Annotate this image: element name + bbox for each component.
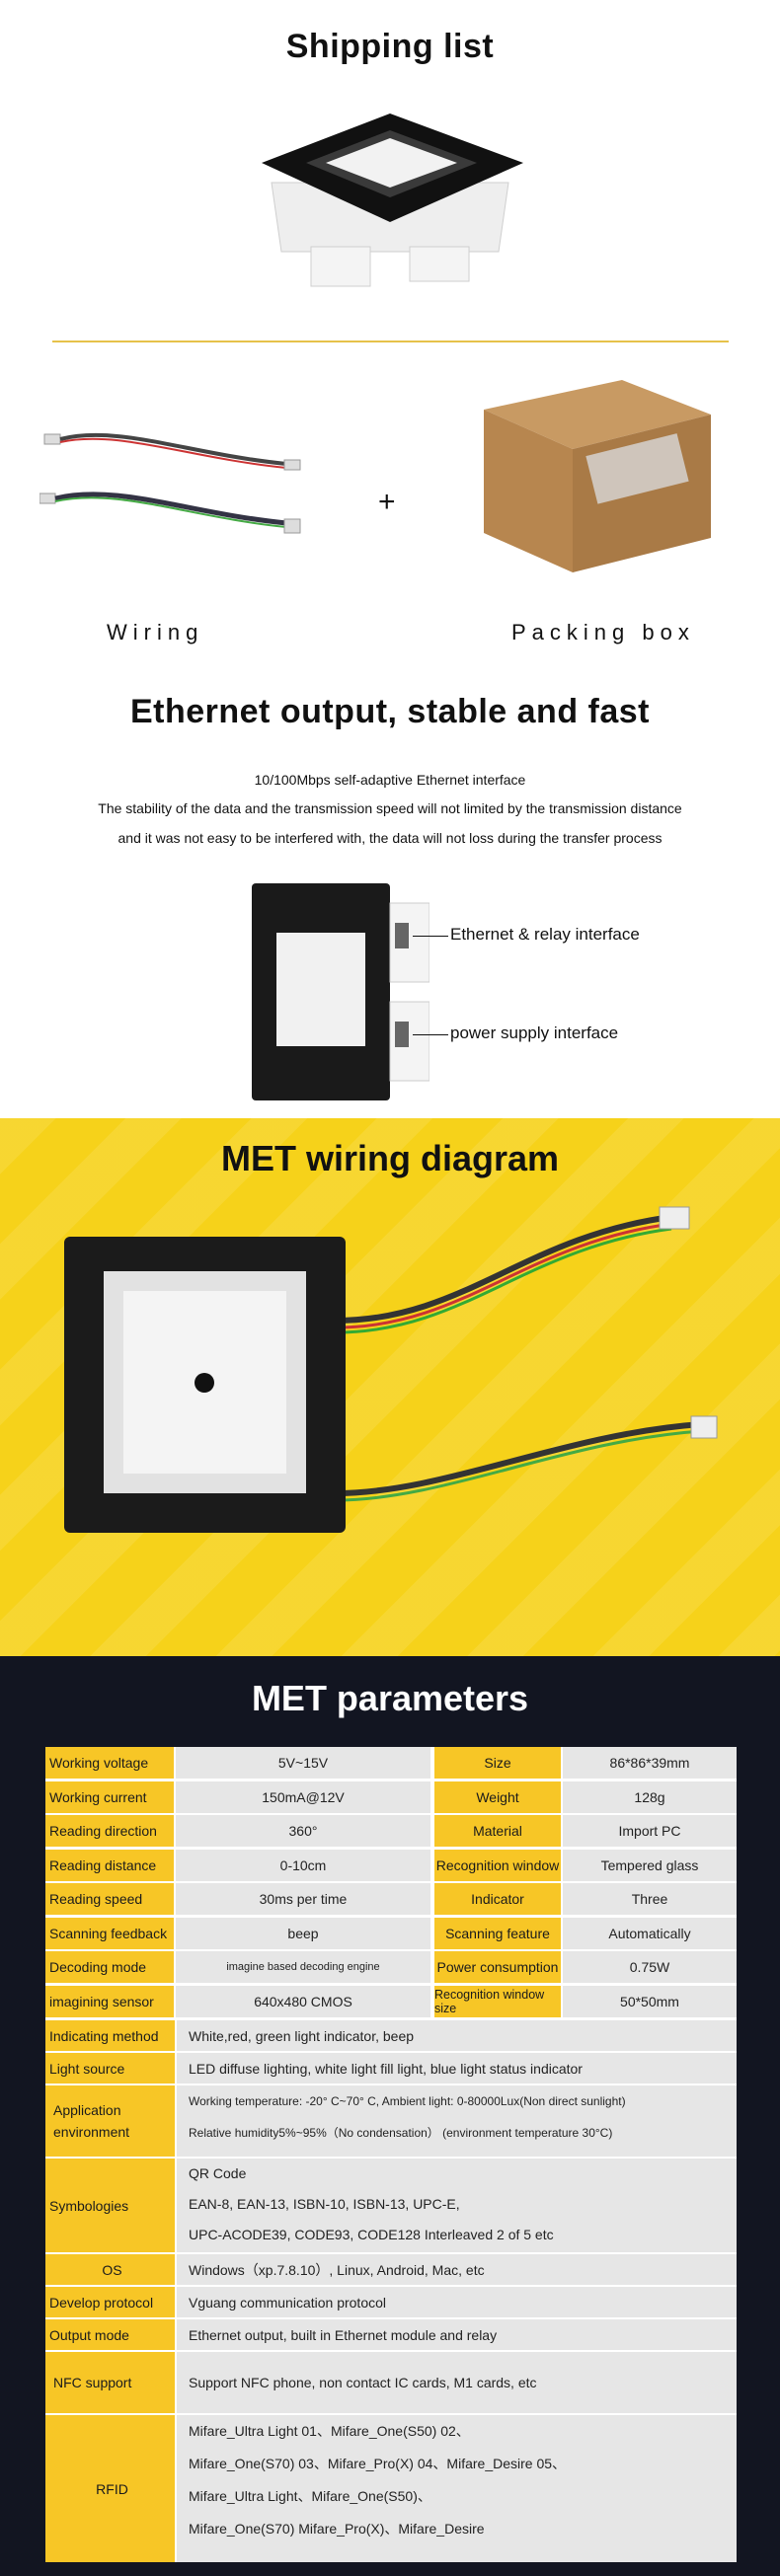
divider bbox=[52, 341, 729, 342]
output-mode-value: Ethernet output, built in Ethernet modul… bbox=[177, 2319, 737, 2350]
application-line-1: Working temperature: -20° C~70° C, Ambie… bbox=[189, 2094, 626, 2108]
callout-line-2 bbox=[413, 1034, 448, 1035]
plus-sign: + bbox=[378, 486, 396, 518]
rfid-line-2: Mifare_One(S70) 03、Mifare_Pro(X) 04、Mifa… bbox=[189, 2456, 567, 2471]
param-value-right-3: Tempered glass bbox=[563, 1849, 737, 1881]
nfc-label: NFC support bbox=[45, 2352, 175, 2413]
param-label-right-3: Recognition window bbox=[434, 1849, 561, 1881]
ethernet-line-1: 10/100Mbps self-adaptive Ethernet interf… bbox=[254, 772, 526, 788]
symbologies-line-3: UPC-ACODE39, CODE93, CODE128 Interleaved… bbox=[189, 2227, 554, 2242]
param-value-left-0: 5V~15V bbox=[176, 1747, 430, 1779]
param-label-left-6: Decoding mode bbox=[45, 1951, 174, 1983]
param-value-left-1: 150mA@12V bbox=[176, 1780, 430, 1813]
param-label-left-4: Reading speed bbox=[45, 1883, 174, 1915]
param-label-left-2: Reading direction bbox=[45, 1815, 174, 1847]
indicating-method-value: White,red, green light indicator, beep bbox=[177, 2020, 737, 2051]
light-source-value: LED diffuse lighting, white light fill l… bbox=[177, 2053, 737, 2084]
callout-line-1 bbox=[413, 936, 448, 937]
packing-box-caption: Packing box bbox=[511, 620, 695, 644]
param-label-right-5: Scanning feature bbox=[434, 1917, 561, 1949]
param-label-right-0: Size bbox=[434, 1747, 561, 1779]
param-value-right-1: 128g bbox=[563, 1780, 737, 1813]
param-label-right-2: Material bbox=[434, 1815, 561, 1847]
param-value-right-0: 86*86*39mm bbox=[563, 1747, 737, 1779]
nfc-value: Support NFC phone, non contact IC cards,… bbox=[177, 2352, 737, 2413]
param-label-right-6: Power consumption bbox=[434, 1951, 561, 1983]
symbologies-line-1: QR Code bbox=[189, 2165, 247, 2181]
rfid-line-3: Mifare_Ultra Light、Mifare_One(S50)、 bbox=[189, 2488, 431, 2504]
wiring-diagram-image bbox=[64, 1206, 718, 1533]
develop-protocol-value: Vguang communication protocol bbox=[177, 2287, 737, 2317]
application-label: Application environment bbox=[45, 2085, 175, 2157]
rfid-label: RFID bbox=[45, 2415, 175, 2562]
param-label-right-4: Indicator bbox=[434, 1883, 561, 1915]
ethernet-line-3: and it was not easy to be interfered wit… bbox=[117, 830, 663, 846]
param-label-left-7: imagining sensor bbox=[45, 1985, 174, 2017]
ethernet-line-2: The stability of the data and the transm… bbox=[98, 800, 682, 816]
ethernet-relay-callout: Ethernet & relay interface bbox=[450, 925, 640, 944]
rfid-line-4: Mifare_One(S70) Mifare_Pro(X)、Mifare_Des… bbox=[189, 2521, 485, 2537]
wiring-caption: Wiring bbox=[107, 620, 204, 644]
rfid-line-1: Mifare_Ultra Light 01、Mifare_One(S50) 02… bbox=[189, 2423, 470, 2439]
param-value-left-2: 360° bbox=[176, 1815, 430, 1847]
os-label: OS bbox=[45, 2254, 175, 2285]
ethernet-title: Ethernet output, stable and fast bbox=[129, 693, 651, 730]
indicating-method-label: Indicating method bbox=[45, 2020, 175, 2051]
param-value-left-3: 0-10cm bbox=[176, 1849, 430, 1881]
os-value: Windows（xp.7.8.10）, Linux, Android, Mac,… bbox=[177, 2254, 737, 2285]
develop-protocol-label: Develop protocol bbox=[45, 2287, 175, 2317]
param-value-left-7: 640x480 CMOS bbox=[176, 1985, 430, 2017]
shipping-title: Shipping list bbox=[285, 28, 495, 65]
wiring-diagram-section: MET wiring diagram bbox=[0, 1118, 780, 1656]
rfid-value: Mifare_Ultra Light 01、Mifare_One(S50) 02… bbox=[177, 2415, 737, 2562]
param-value-right-2: Import PC bbox=[563, 1815, 737, 1847]
parameters-title: MET parameters bbox=[251, 1678, 529, 1718]
output-mode-label: Output mode bbox=[45, 2319, 175, 2350]
param-value-right-4: Three bbox=[563, 1883, 737, 1915]
light-source-label: Light source bbox=[45, 2053, 175, 2084]
param-label-left-1: Working current bbox=[45, 1780, 174, 1813]
scanner-front-image bbox=[262, 114, 523, 287]
symbologies-label: Symbologies bbox=[45, 2159, 175, 2252]
scanner-side-image bbox=[252, 883, 429, 1100]
packing-box-image bbox=[484, 380, 711, 572]
param-value-right-6: 0.75W bbox=[563, 1951, 737, 1983]
param-value-left-4: 30ms per time bbox=[176, 1883, 430, 1915]
param-value-right-5: Automatically bbox=[563, 1917, 737, 1949]
application-value: Working temperature: -20° C~70° C, Ambie… bbox=[177, 2085, 737, 2157]
param-value-left-6: imagine based decoding engine bbox=[176, 1951, 430, 1983]
param-value-left-5: beep bbox=[176, 1917, 430, 1949]
power-supply-callout: power supply interface bbox=[450, 1023, 619, 1042]
param-label-left-3: Reading distance bbox=[45, 1849, 174, 1881]
wiring-cables-image bbox=[39, 432, 301, 534]
application-line-2: Relative humidity5%~95%（No condensation）… bbox=[189, 2126, 613, 2140]
param-label-right-1: Weight bbox=[434, 1780, 561, 1813]
wiring-diagram-title: MET wiring diagram bbox=[220, 1138, 560, 1178]
symbologies-value: QR Code EAN-8, EAN-13, ISBN-10, ISBN-13,… bbox=[177, 2159, 737, 2252]
symbologies-line-2: EAN-8, EAN-13, ISBN-10, ISBN-13, UPC-E, bbox=[189, 2196, 460, 2212]
param-label-left-0: Working voltage bbox=[45, 1747, 174, 1779]
param-label-right-7: Recognition window size bbox=[434, 1985, 561, 2017]
param-label-left-5: Scanning feedback bbox=[45, 1917, 174, 1949]
param-value-right-7: 50*50mm bbox=[563, 1985, 737, 2017]
